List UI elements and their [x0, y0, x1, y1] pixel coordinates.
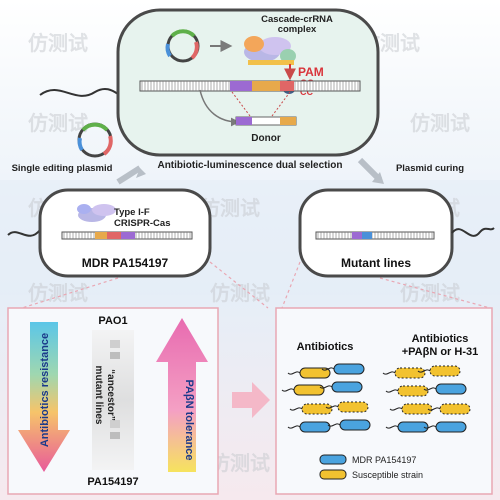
flagellum	[451, 227, 495, 237]
bottom-left-panel: Antibiotics resistance PAβN tolerance PA…	[7, 307, 219, 495]
pao1-label: PAO1	[98, 315, 127, 327]
susceptible-cell	[429, 365, 461, 377]
antibiotics-paβn-title: Antibiotics+PAβN or H-31	[402, 333, 479, 358]
ancestor-mutant-lines-label: “ancestor”mutant lines	[93, 366, 116, 425]
arrow	[199, 89, 240, 127]
susceptible-cell	[293, 384, 325, 396]
resistance-arrow: Antibiotics resistance	[18, 322, 70, 472]
right-cell: Mutant lines	[298, 188, 495, 278]
tolerance-arrow: PAβN tolerance	[156, 318, 208, 472]
dual-selection-caption: Antibiotic-luminescence dual selection	[157, 160, 342, 171]
flagellum	[39, 87, 119, 97]
chromosome-dna	[315, 231, 435, 240]
cells-antibiotics-paβn	[382, 365, 471, 433]
legend-label-susceptible: Susceptible strain	[352, 470, 423, 480]
cascade-complex	[244, 36, 296, 65]
plasmid-label: Single editing plasmid	[12, 163, 113, 174]
mdr-cell	[435, 421, 467, 433]
transition-arrow	[232, 382, 270, 418]
mdr-cell	[333, 363, 365, 375]
mdr-strain-label: MDR PA154197	[82, 256, 169, 270]
pam-label: PAM	[298, 65, 324, 79]
donor-dna	[235, 116, 297, 126]
single-editing-plasmid	[77, 122, 113, 158]
susceptible-cell	[394, 367, 426, 379]
mdr-cell	[435, 383, 467, 395]
susceptible-cell	[439, 403, 471, 415]
watermark: 仿测试	[210, 451, 270, 475]
donor-label: Donor	[251, 133, 281, 144]
bottom-right-panel: Antibiotics Antibiotics+PAβN or H-31 MDR…	[275, 307, 493, 495]
tolerance-label: PAβN tolerance	[183, 379, 195, 460]
chromosome-dna	[139, 80, 361, 92]
legend-label-mdr: MDR PA154197	[352, 455, 416, 465]
susceptible-cell	[301, 403, 333, 415]
chromosome-dna	[61, 231, 193, 240]
cascade-complex	[77, 204, 116, 222]
watermark: 仿测试	[28, 31, 88, 55]
legend-swatch-susceptible	[319, 469, 347, 480]
mdr-cell	[299, 421, 331, 433]
panel-border	[275, 307, 493, 495]
watermark: 仿测试	[410, 111, 470, 135]
antibiotics-title: Antibiotics	[297, 341, 354, 353]
watermark: 仿测试	[210, 281, 270, 305]
susceptible-cell	[401, 403, 433, 415]
watermark: 仿测试	[28, 111, 88, 135]
resistance-label: Antibiotics resistance	[39, 333, 51, 447]
legend: MDR PA154197 Susceptible strain	[319, 454, 423, 480]
watermark: 仿测试	[28, 281, 88, 305]
susceptible-cell	[397, 385, 429, 397]
plasmid-curing-label: Plasmid curing	[396, 163, 464, 174]
watermark: 仿测试	[400, 281, 460, 305]
mdr-cell	[397, 421, 429, 433]
pam-base-bottom: CC	[300, 87, 313, 97]
mdr-cell	[331, 381, 363, 393]
flagellum	[7, 229, 41, 237]
plasmid-inside	[165, 29, 200, 63]
mutant-lines-label: Mutant lines	[341, 256, 411, 270]
cells-antibiotics	[281, 363, 371, 433]
arrow	[116, 165, 142, 185]
pa154197-label: PA154197	[87, 476, 138, 488]
legend-swatch-mdr	[319, 454, 347, 465]
susceptible-cell	[337, 401, 369, 413]
mdr-cell	[339, 419, 371, 431]
